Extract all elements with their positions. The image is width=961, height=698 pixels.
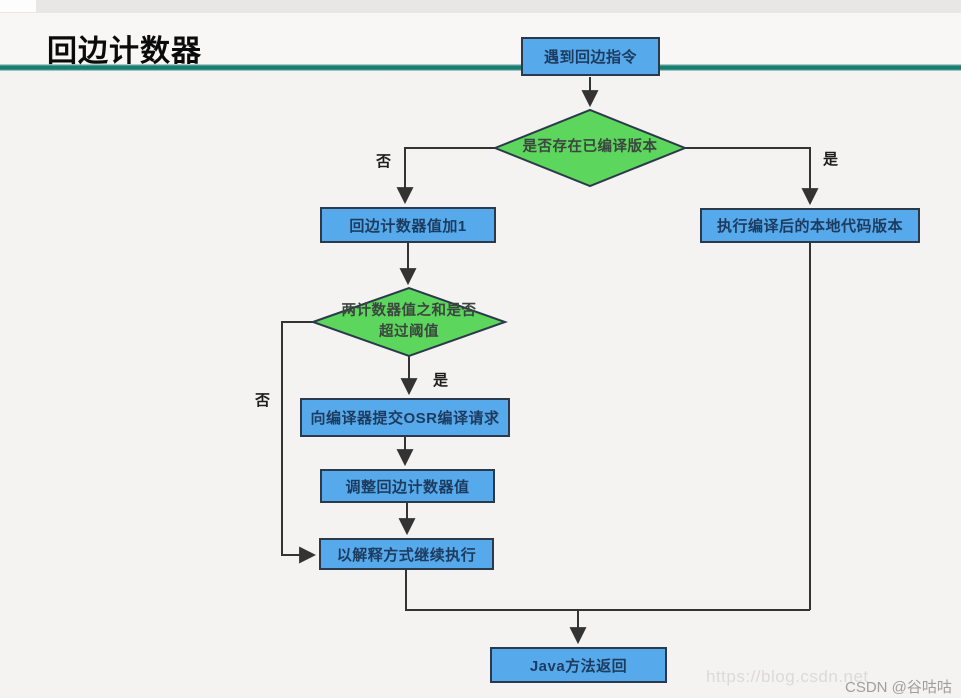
decision-over-threshold-shape (310, 286, 508, 358)
node-submit-osr-label: 向编译器提交OSR编译请求 (310, 410, 500, 427)
connector-interpret-to-merge (405, 570, 810, 611)
watermark-url: https://blog.csdn.net (706, 667, 869, 686)
node-exec-native: 执行编译后的本地代码版本 (700, 208, 920, 243)
node-adjust-counter: 调整回边计数器值 (320, 469, 495, 503)
node-adjust-counter-label: 调整回边计数器值 (345, 478, 470, 496)
node-java-return: Java方法返回 (490, 647, 667, 683)
node-java-return-label: Java方法返回 (529, 657, 628, 675)
node-exec-native-label: 执行编译后的本地代码版本 (716, 218, 903, 235)
top-notch (0, 0, 36, 12)
decision-has-compiled-shape (492, 108, 688, 188)
node-increment-label: 回边计数器值加1 (349, 217, 467, 235)
edge-label-no-loop: 否 (255, 392, 271, 409)
decision-over-threshold-label: 两计数器值之和是否 超过阈值 (341, 302, 477, 340)
accent-rule (0, 64, 961, 71)
header-band (0, 13, 961, 66)
node-start: 遇到回边指令 (521, 37, 660, 76)
node-submit-osr: 向编译器提交OSR编译请求 (300, 398, 510, 437)
page-title: 回边计数器 (47, 35, 202, 68)
connector-no-to-increment (396, 147, 497, 205)
connector-no-loop-to-interpret (281, 321, 317, 564)
node-start-label: 遇到回边指令 (543, 49, 637, 66)
edge-label-no-left: 否 (376, 153, 392, 170)
node-increment: 回边计数器值加1 (320, 207, 496, 243)
decision-has-compiled-label: 是否存在已编译版本 (522, 139, 658, 156)
edge-label-yes-down: 是 (433, 372, 449, 389)
node-interpret: 以解释方式继续执行 (319, 538, 494, 570)
edge-label-yes-right: 是 (823, 151, 839, 168)
watermark-author: CSDN @谷咕咕 (845, 679, 952, 696)
node-interpret-label: 以解释方式继续执行 (336, 546, 477, 564)
connector-yes-to-exec-native (683, 147, 819, 206)
top-strip (0, 0, 961, 13)
